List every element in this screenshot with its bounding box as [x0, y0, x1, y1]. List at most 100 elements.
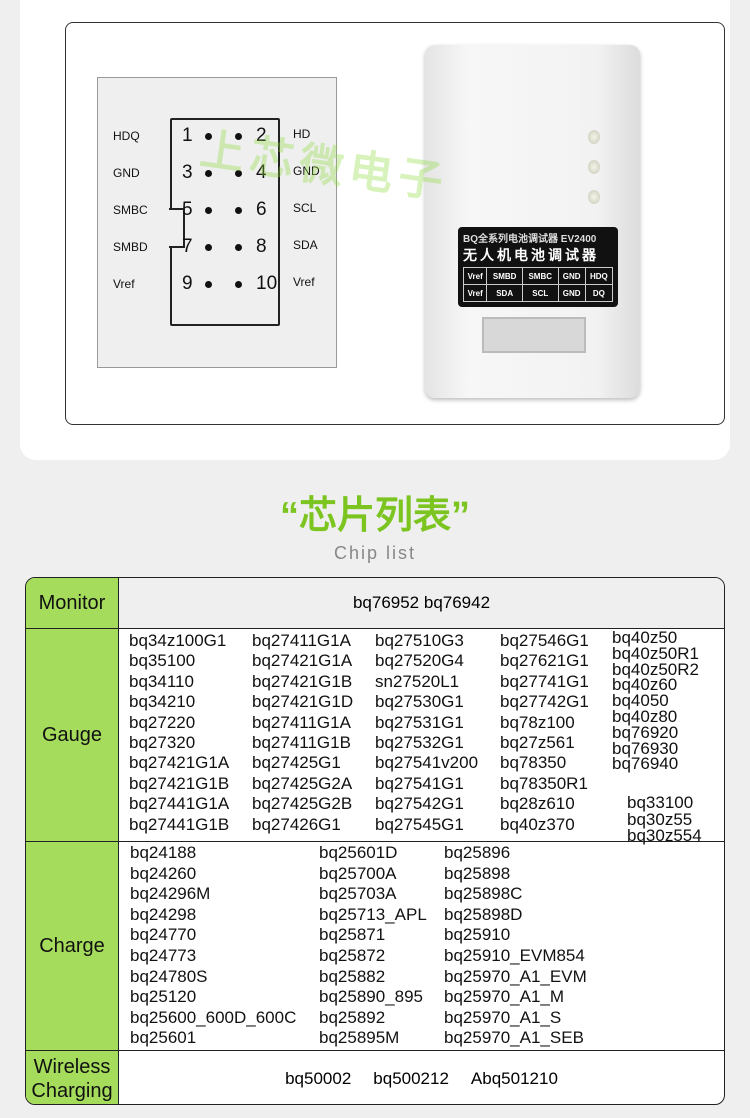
pin-number: 1 — [182, 125, 193, 146]
chip-name: bq40z50R1 — [612, 643, 699, 663]
chip-name: bq25970_A1_S — [444, 1007, 562, 1027]
header-line: Wireless — [33, 1055, 111, 1078]
pin-number: 3 — [182, 162, 193, 183]
chip-name: bq25872 — [319, 945, 386, 965]
row-header: Monitor — [26, 578, 119, 628]
pin-dot-icon — [205, 281, 212, 288]
chip-name: bq40z60 — [612, 675, 678, 695]
chip-name: bq27541v200 — [375, 753, 479, 773]
pin-label-left: GND — [113, 166, 140, 180]
pin-number: 2 — [256, 125, 267, 146]
pin-number: 10 — [256, 273, 278, 294]
chip-name: bq28z610 — [500, 794, 575, 814]
chip-name: bq76930 — [612, 738, 679, 758]
chip-name: bq27531G1 — [375, 712, 464, 732]
chip-name: bq27421G1B — [129, 773, 230, 793]
section-subtitle: Chip list — [333, 543, 417, 563]
chip-name: bq27425G2A — [252, 773, 353, 793]
chip-name: bq34210 — [129, 692, 196, 712]
pin-number: 6 — [256, 199, 267, 220]
device-grid-cell: SDA — [486, 284, 523, 302]
pin-label-left: SMBC — [113, 203, 148, 217]
chip-name: bq34z100G1 — [129, 631, 227, 650]
pin-dot-icon — [235, 244, 242, 251]
chip-name: bq25890_895 — [319, 987, 424, 1007]
chip-name: bq27546G1 — [500, 631, 589, 650]
chip-name: bq500212 — [373, 1068, 449, 1088]
chip-name: bq24188 — [130, 843, 197, 862]
pin-dot-icon — [235, 281, 242, 288]
pin-label-left: SMBD — [113, 240, 148, 254]
chip-name: sn27520L1 — [375, 671, 460, 691]
chip-name: bq25871 — [319, 925, 386, 945]
chip-name: bq27320 — [129, 732, 196, 752]
chip-name: bq27411G1A — [252, 712, 351, 732]
chip-name: bq27520G4 — [375, 651, 464, 671]
led-icon — [588, 130, 600, 144]
chip-name: bq27741G1 — [500, 671, 589, 691]
chip-name: bq25600_600D_600C — [130, 1007, 297, 1027]
pin-dot-icon — [205, 244, 212, 251]
chip-name: bq40z80 — [612, 706, 678, 726]
chip-name: bq25703A — [319, 884, 397, 904]
section-title: “芯片列表” — [279, 495, 470, 537]
pin-label-right: SCL — [293, 201, 317, 215]
chip-name: bq27545G1 — [375, 814, 464, 834]
row-monitor: Monitor bq76952 bq76942 — [26, 578, 724, 629]
chip-name: bq25713_APL — [319, 904, 427, 924]
connector-port — [482, 317, 586, 353]
chip-name: bq25910 — [444, 925, 511, 945]
pin-label-right: GND — [293, 164, 320, 178]
row-header: Charge — [26, 842, 119, 1050]
chip-name: bq4050 — [612, 691, 669, 711]
pin-number: 5 — [182, 199, 193, 220]
chip-name: bq33100 — [627, 793, 694, 812]
led-icon — [588, 160, 600, 174]
device-grid-cell: GND — [557, 284, 586, 302]
chip-name: bq76920 — [612, 722, 679, 742]
chip-name: bq27621G1 — [500, 651, 589, 671]
chip-name: bq25895M — [319, 1028, 400, 1048]
chip-name: Abq501210 — [470, 1068, 558, 1088]
device-grid-cell: HDQ — [584, 267, 614, 285]
chip-name: bq30z554 — [627, 826, 702, 845]
pin-number: 8 — [256, 236, 267, 257]
chip-name: bq25601 — [130, 1028, 197, 1048]
chip-name: bq76940 — [612, 754, 679, 774]
row-header: Gauge — [26, 629, 119, 841]
device-grid-cell: Vref — [462, 284, 488, 302]
led-icon — [588, 190, 600, 204]
chip-name: bq78350 — [500, 753, 567, 773]
chip-name: bq25700A — [319, 863, 397, 883]
device-grid-cell: GND — [557, 267, 586, 285]
device-grid-cell: SMBC — [521, 267, 559, 285]
pin-number: 9 — [182, 273, 193, 294]
connector-outline — [169, 118, 280, 326]
pin-label-left: Vref — [113, 277, 135, 291]
pin-dot-icon — [235, 170, 242, 177]
chip-name: bq40z50 — [612, 628, 678, 647]
device-label-line2: 无人机电池调试器 — [463, 247, 599, 263]
pin-number: 7 — [182, 236, 193, 257]
chip-name: bq27421G1D — [252, 692, 354, 712]
chip-name: bq25910_EVM854 — [444, 945, 585, 965]
chip-name: bq27220 — [129, 712, 196, 732]
device-grid-cell: SCL — [521, 284, 559, 302]
chip-name: bq27z561 — [500, 732, 575, 752]
chip-name: bq25882 — [319, 966, 386, 986]
chip-name: bq24298 — [130, 904, 197, 924]
